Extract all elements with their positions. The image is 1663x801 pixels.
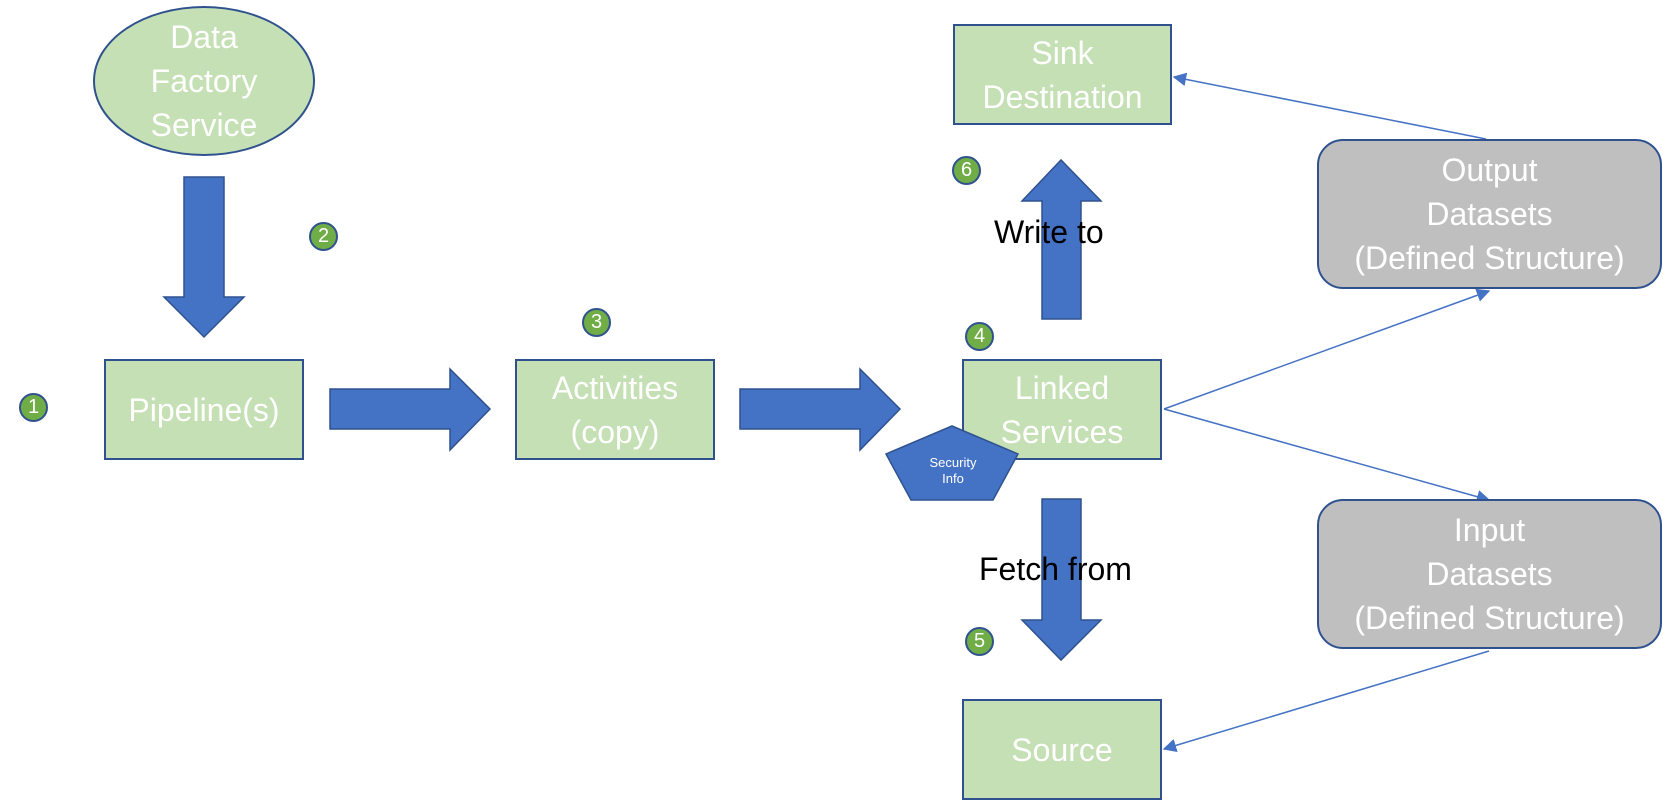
- output-datasets-node: Output Datasets (Defined Structure): [1317, 139, 1662, 289]
- linked-services-label: Linked Services: [1000, 369, 1124, 450]
- down-arrow-fetch-from: [1020, 498, 1103, 662]
- fetch-from-label: Fetch from: [979, 551, 1132, 587]
- output-datasets-label: Output Datasets (Defined Structure): [1354, 152, 1625, 276]
- input-datasets-label: Input Datasets (Defined Structure): [1354, 512, 1625, 636]
- connector-linked-to-output: [1163, 288, 1491, 410]
- source-label: Source: [1011, 731, 1113, 768]
- right-arrow-to-linked-services: [739, 367, 902, 452]
- step-badge-3: 3: [582, 308, 611, 337]
- step-badge-6: 6: [952, 156, 981, 185]
- input-datasets-node: Input Datasets (Defined Structure): [1317, 499, 1662, 649]
- right-arrow-to-activities: [329, 367, 492, 452]
- activities-node: Activities (copy): [515, 359, 715, 460]
- write-to-label: Write to: [994, 214, 1104, 250]
- sink-destination-node: Sink Destination: [953, 24, 1172, 125]
- connector-output-to-sink: [1172, 72, 1487, 140]
- step-badge-4: 4: [965, 322, 994, 351]
- data-factory-service-node: Data Factory Service: [93, 6, 315, 156]
- sink-destination-label: Sink Destination: [982, 34, 1143, 115]
- security-info-label: Security Info: [929, 455, 977, 486]
- step-badge-1: 1: [19, 393, 48, 422]
- linked-services-node: Linked Services: [962, 359, 1162, 460]
- source-node: Source: [962, 699, 1162, 800]
- down-arrow-to-pipelines: [162, 176, 246, 339]
- security-info-pentagon: [884, 425, 1020, 501]
- connector-linked-to-input: [1163, 408, 1491, 504]
- pipelines-label: Pipeline(s): [128, 391, 280, 428]
- up-arrow-write-to: [1020, 158, 1103, 320]
- step-badge-5: 5: [965, 627, 994, 656]
- pipelines-node: Pipeline(s): [104, 359, 304, 460]
- connector-input-to-source: [1162, 650, 1490, 752]
- activities-label: Activities (copy): [551, 369, 679, 450]
- data-factory-service-label: Data Factory Service: [150, 19, 258, 143]
- step-badge-2: 2: [309, 222, 338, 251]
